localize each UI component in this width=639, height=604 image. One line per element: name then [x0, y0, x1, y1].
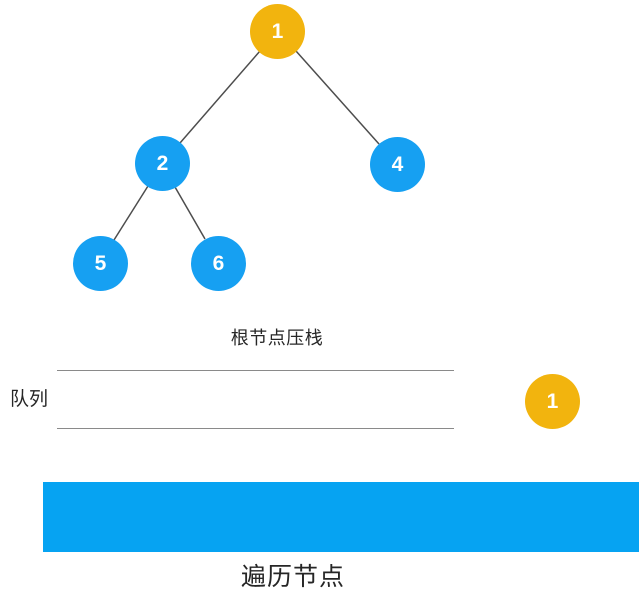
- queue-incoming-token-value: 1: [546, 390, 559, 413]
- tree-node-5-value: 5: [94, 252, 107, 275]
- edge-1-4: [295, 50, 380, 145]
- tree-node-6: 6: [191, 236, 246, 291]
- tree-node-2-value: 2: [156, 152, 169, 175]
- tree-node-2: 2: [135, 136, 190, 191]
- queue-incoming-token-1: 1: [525, 374, 580, 429]
- tree-node-6-value: 6: [212, 252, 225, 275]
- edge-2-5: [113, 185, 149, 241]
- queue-label: 队列: [10, 389, 49, 410]
- queue-top-line: [57, 370, 454, 371]
- traversal-label: 遍历节点: [240, 563, 345, 591]
- queue-bottom-line: [57, 428, 454, 429]
- traversal-result-bar: [43, 482, 639, 552]
- tree-node-4: 4: [370, 137, 425, 192]
- edge-1-2: [179, 50, 261, 144]
- step-caption: 根节点压栈: [230, 328, 324, 348]
- tree-node-5: 5: [73, 236, 128, 291]
- edge-2-6: [174, 186, 206, 240]
- tree-node-1-root: 1: [250, 4, 305, 59]
- tree-node-4-value: 4: [391, 153, 404, 176]
- tree-node-1-value: 1: [271, 20, 284, 43]
